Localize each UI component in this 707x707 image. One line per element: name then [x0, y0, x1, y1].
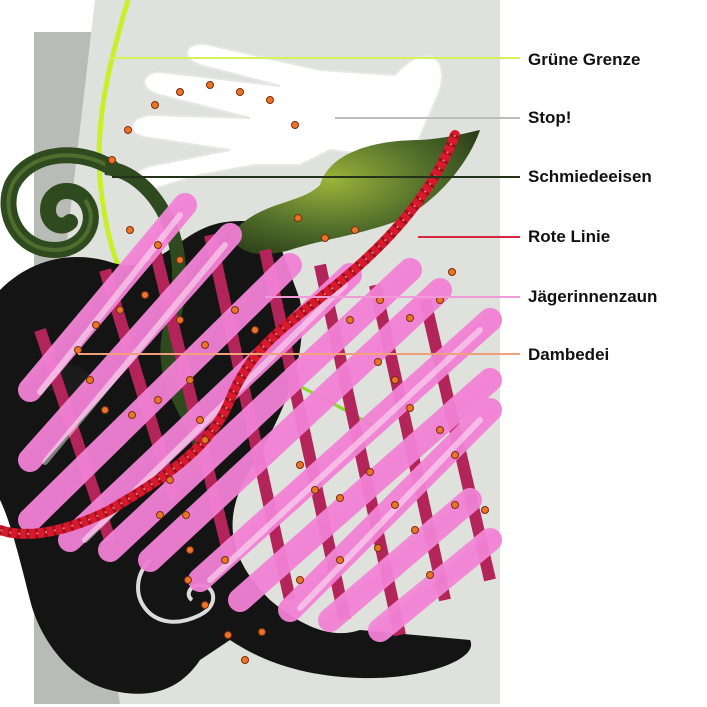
label-dambedei: Dambedei: [528, 345, 610, 364]
red-rope: [0, 130, 460, 539]
iron-scroll-highlight: [6, 153, 114, 253]
label-rote-linie: Rote Linie: [528, 227, 611, 246]
iron-leaf: [230, 130, 480, 255]
orange-beads: [74, 81, 489, 664]
black-iron-shape: [0, 218, 472, 694]
label-gruene-grenze: Grüne Grenze: [528, 50, 641, 69]
label-schmiedeeisen: Schmiedeeisen: [528, 167, 652, 186]
pink-strokes: [18, 193, 502, 642]
leader-lines: [78, 57, 520, 355]
black-iron-curl: [136, 558, 216, 624]
label-stop: Stop!: [528, 108, 572, 127]
label-jaegerinnenzaun: Jägerinnenzaun: [528, 287, 658, 306]
